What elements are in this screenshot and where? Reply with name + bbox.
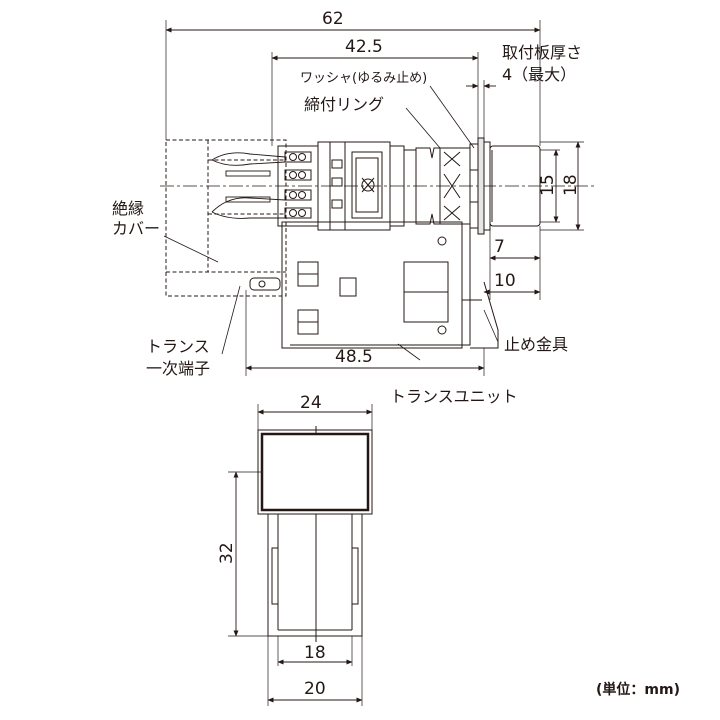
dim-front-depth: 7: [494, 237, 505, 257]
label-locking-ring: 締付リング: [304, 95, 384, 114]
dim-front-depth-2: 10: [494, 271, 516, 291]
label-trans-terminal-1: トランス: [146, 337, 210, 356]
bezel: [483, 141, 541, 231]
front-extension-lines: [228, 404, 373, 706]
dim-front-inner-width: 18: [304, 643, 326, 663]
label-washer: ワッシャ(ゆるみ止め): [300, 71, 427, 86]
dim-front-width: 24: [300, 393, 322, 413]
switch-body: [317, 141, 417, 231]
panel: [477, 137, 485, 235]
dim-body-length: 42.5: [345, 37, 383, 57]
label-trans-unit: トランスユニット: [390, 387, 518, 406]
front-housing: [267, 514, 363, 642]
trans-primary-terminal: [249, 277, 281, 291]
leader-lines: [163, 85, 499, 361]
front-view-text: 24 32 18 20: [217, 393, 326, 699]
label-panel-thickness: 取付板厚さ: [502, 43, 582, 62]
unit-note: (単位：mm): [596, 681, 680, 698]
dimension-lines: [165, 27, 581, 371]
dim-panel-thickness: 4（最大）: [502, 65, 576, 84]
front-view: [228, 404, 373, 706]
dim-front-height: 32: [217, 542, 237, 564]
label-insulating-cover-1: 絶縁: [112, 199, 144, 218]
dim-trans-length: 48.5: [335, 347, 373, 367]
dim-bezel-outer: 18: [561, 174, 581, 196]
label-trans-terminal-2: 一次端子: [146, 359, 210, 378]
dim-front-outer-width: 20: [304, 679, 326, 699]
front-bezel: [257, 426, 373, 515]
side-view: [160, 20, 595, 376]
lead-wires: [211, 152, 286, 219]
side-view-text: 62 42.5 取付板厚さ 4（最大） ワッシャ(ゆるみ止め) 締付リング 15…: [112, 9, 582, 406]
dim-bezel-height: 15: [538, 174, 558, 196]
front-dimension-lines: [233, 409, 373, 703]
label-stop-bracket: 止め金具: [504, 335, 568, 354]
trans-unit-body: [281, 221, 482, 349]
dim-overall-length: 62: [322, 9, 344, 29]
terminal-block: [277, 145, 319, 227]
label-insulating-cover-2: カバー: [112, 219, 160, 238]
